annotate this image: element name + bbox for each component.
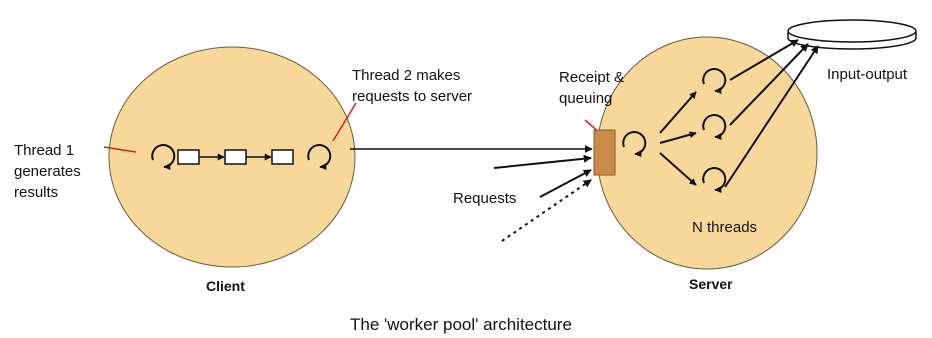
queue-box [593,129,616,176]
cycle-arrow-icon [622,131,647,158]
request-arrow [493,154,592,169]
server-label: Server [689,276,733,292]
thread2-callout-line [332,102,357,142]
request-arrow [539,169,592,198]
receipt-label: Receipt & queuing [559,69,628,107]
dispatch-arrow [659,152,697,186]
thread1-label: Thread 1 generates results [14,142,85,201]
dispatch-arrow [659,131,697,144]
cycle-arrow-icon [151,144,176,171]
cycle-arrow-icon [702,167,727,194]
client-label: Client [206,278,245,294]
cycle-arrow-icon [702,68,727,95]
thread2-label: Thread 2 makes requests to server [352,67,472,105]
result-box [224,149,247,165]
dispatch-arrow [659,91,697,134]
io-label: Input-output [827,66,908,83]
thread1-callout-line [103,146,137,153]
cycle-arrow-icon [307,144,332,171]
requests-label: Requests [453,190,516,207]
io-arrow [729,39,799,81]
diagram-caption: The 'worker pool' architecture [350,315,572,334]
io-arrow [729,43,809,126]
io-arrow [724,45,819,188]
result-box [271,149,294,165]
result-box [177,149,200,165]
nthreads-label: N threads [692,219,757,236]
cycle-arrow-icon [702,114,727,141]
